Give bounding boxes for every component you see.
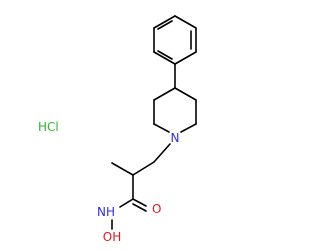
double-bond-line [157,20,173,30]
bond [153,87,176,101]
bond [174,51,197,65]
bond [132,161,155,176]
bond [153,123,170,133]
bond [119,198,134,208]
carbonyl-bond [132,198,147,207]
bond [180,123,197,133]
molecule-drawing: N O NH OH HCl [38,15,197,244]
hydroxyl-label: OH [103,230,121,244]
bond [153,15,176,29]
bond [174,87,197,101]
hcl-salt-label: HCl [38,120,59,134]
structure-canvas: N O NH OH HCl [38,15,197,244]
double-bond-line [157,50,173,60]
bond [153,51,176,65]
nitrogen-label: N [171,131,180,145]
bond [153,143,171,163]
carbonyl-bond [132,203,147,212]
benzene-ring [153,15,197,65]
bond [174,15,197,29]
methyl-bond [111,162,134,176]
amide-nh-label: NH [97,205,115,219]
carbonyl-oxygen-label: O [152,202,161,216]
piperidine-ring [153,87,197,133]
